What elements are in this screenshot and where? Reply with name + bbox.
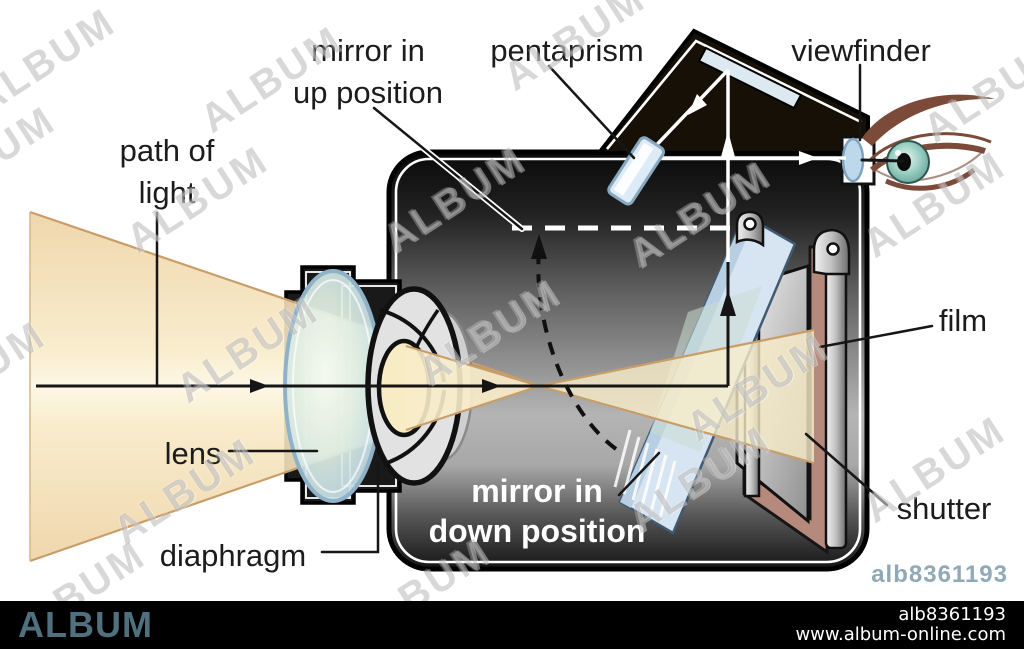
label-lens: lens — [164, 436, 222, 471]
leader-shutter — [804, 432, 889, 507]
label-path-of-light: path of light — [120, 130, 215, 214]
riser-arrow-white — [721, 131, 735, 157]
leader-lines — [155, 63, 934, 554]
label-path-of-light-line1: path of — [119, 133, 215, 168]
prism-arrow-white — [688, 94, 707, 115]
label-diaphragm: diaphragm — [159, 538, 307, 573]
leader-mirror-up — [372, 106, 524, 231]
eye-illustration — [862, 94, 995, 191]
mirror-swing-arc — [531, 234, 618, 451]
footer-bar: ALBUM alb8361193 www.album-online.com — [0, 601, 1024, 649]
leader-film — [818, 324, 934, 349]
label-pentaprism: pentaprism — [490, 33, 644, 68]
light-path — [36, 68, 846, 393]
light-beam-right — [538, 328, 815, 465]
pentaprism-element — [607, 136, 666, 206]
label-film: film — [938, 303, 988, 338]
axis-arrow-1 — [250, 379, 269, 393]
footer-credits: alb8361193 www.album-online.com — [795, 605, 1006, 645]
footer-brand-logo: ALBUM — [18, 604, 153, 645]
leader-diaphragm — [320, 460, 380, 554]
pentaprism-housing — [594, 28, 870, 155]
stock-id-overlay: alb8361193 — [871, 561, 1008, 588]
footer-stock-code: alb8361193 — [898, 604, 1006, 625]
eyebrow — [862, 94, 995, 146]
label-mirror-down-line2: down position — [428, 513, 646, 549]
focus-cone — [405, 345, 540, 431]
label-path-of-light-line2: light — [138, 175, 196, 210]
upper-lash — [870, 142, 986, 173]
label-mirror-up: mirror in up position — [293, 30, 443, 114]
viewfinder-arrow-white — [799, 151, 818, 165]
shutter-pivot — [826, 242, 840, 256]
label-viewfinder: viewfinder — [791, 33, 931, 68]
label-mirror-up-line1: mirror in — [311, 33, 425, 68]
label-mirror-down-line1: mirror in — [471, 473, 603, 509]
label-mirror-up-line2: up position — [293, 75, 443, 110]
leader-pentaprism — [547, 64, 636, 160]
axis-arrow-2 — [482, 379, 501, 393]
label-shutter: shutter — [896, 491, 992, 526]
eye-sight-line — [860, 158, 905, 163]
label-mirror-down: mirror in down position — [429, 471, 646, 551]
leader-mirror-down — [617, 451, 661, 497]
mirror-pivot — [743, 217, 757, 231]
prism-top-mirror — [697, 46, 803, 110]
eyepiece-lens — [841, 137, 865, 183]
footer-website-link[interactable]: www.album-online.com — [795, 624, 1006, 645]
lower-lash — [884, 168, 976, 191]
riser-arrow-black — [720, 290, 736, 316]
